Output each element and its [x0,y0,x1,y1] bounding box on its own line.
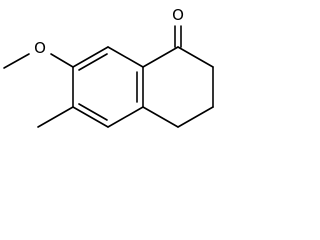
aromatic-bond-c8-c7 [72,46,109,68]
bond-lines [3,25,214,128]
atom-labels: O O [34,6,184,57]
ring-bond-c8a-c1 [142,46,179,68]
ketone-oxygen-label: O [172,6,184,24]
methoxy-oxygen-label: O [34,39,46,57]
aromatic-bond-c8a-c8 [107,46,144,68]
aromatic-bond-c6-c5 [72,106,109,128]
ring-bond-c4-c4a [142,106,179,128]
ring-bond-c1-c2 [177,46,214,68]
methoxy-bond-c7-o [50,53,74,68]
aromatic-bond-c6-c5-inner [78,103,108,121]
methyl-bond [37,106,74,128]
aromatic-bond-c8-c7-inner [78,53,108,71]
chemical-structure-diagram: O O [3,6,214,128]
aromatic-bond-c5-c4a [107,106,144,128]
methoxy-bond-o-ch3 [3,53,30,69]
ring-bond-c3-c4 [177,106,214,128]
